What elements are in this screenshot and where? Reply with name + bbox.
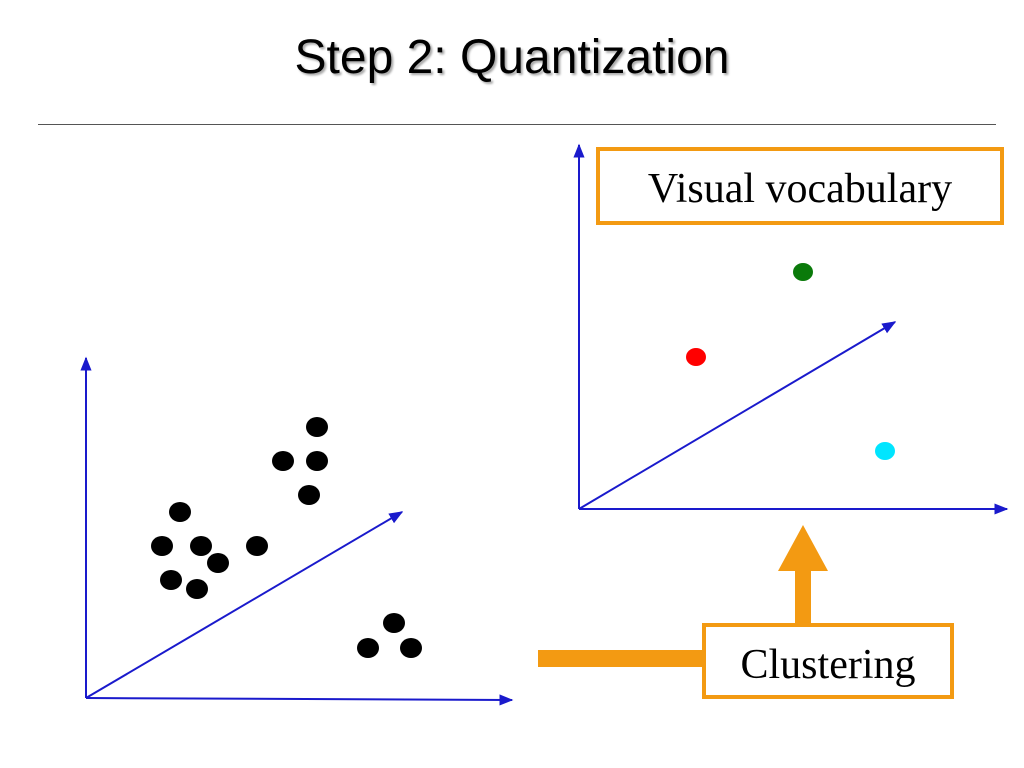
- feature-point: [169, 502, 191, 522]
- left-axis-z: [85, 511, 404, 699]
- right-axis-z: [578, 321, 897, 510]
- feature-point: [357, 638, 379, 658]
- up-arrow-head: [778, 525, 828, 571]
- feature-point: [298, 485, 320, 505]
- visual-word-cyan: [875, 442, 895, 460]
- feature-point: [151, 536, 173, 556]
- feature-point: [207, 553, 229, 573]
- page-title: Step 2: Quantization: [294, 31, 730, 84]
- feature-point: [383, 613, 405, 633]
- clustering-arrows: [538, 525, 828, 667]
- feature-point: [306, 417, 328, 437]
- horizontal-arrow-bar: [538, 650, 706, 667]
- vertical-arrow-shaft: [795, 570, 811, 625]
- clustering-label: Clustering: [741, 642, 916, 688]
- feature-point: [160, 570, 182, 590]
- visual-words: [686, 263, 895, 460]
- feature-point: [186, 579, 208, 599]
- visual-word-red: [686, 348, 706, 366]
- feature-point: [246, 536, 268, 556]
- feature-point: [400, 638, 422, 658]
- visual-vocabulary-label: Visual vocabulary: [648, 166, 952, 212]
- visual-word-green: [793, 263, 813, 281]
- visual-vocabulary-box: Visual vocabulary: [596, 147, 1004, 225]
- feature-point: [306, 451, 328, 471]
- right-axes: [573, 143, 1009, 515]
- clustering-box: Clustering: [702, 623, 954, 699]
- feature-point: [272, 451, 294, 471]
- feature-point: [190, 536, 212, 556]
- left-feature-points: [151, 417, 422, 658]
- left-axes: [80, 356, 514, 706]
- title-divider: [38, 124, 996, 125]
- left-axis-x: [85, 694, 514, 706]
